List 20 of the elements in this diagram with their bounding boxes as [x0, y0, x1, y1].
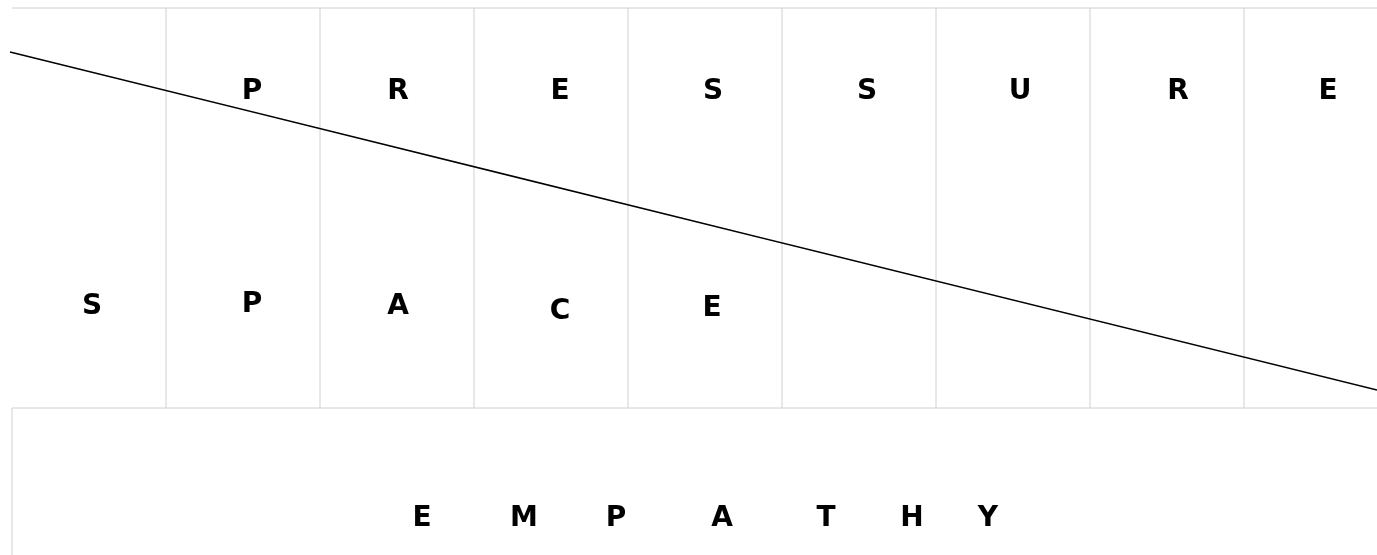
grid-letter: P — [241, 287, 263, 319]
grid-letter: A — [711, 501, 733, 533]
grid-letter: P — [605, 501, 627, 533]
grid-letter: P — [241, 74, 263, 106]
grid-letter: E — [1318, 74, 1338, 106]
grid-letter: S — [856, 74, 878, 106]
grid-letter: H — [900, 501, 924, 533]
grid-letter: M — [510, 501, 538, 533]
grid-letter: S — [702, 74, 724, 106]
grid-letter: Y — [977, 501, 999, 533]
grid-letter: R — [1167, 74, 1189, 106]
grid-letter: R — [387, 74, 409, 106]
grid-letter: S — [81, 289, 103, 321]
grid-letter: C — [549, 294, 571, 326]
grid-letter: T — [816, 501, 836, 533]
grid-letter: E — [412, 501, 432, 533]
grid-letter: E — [550, 74, 570, 106]
grid-letter: A — [387, 289, 409, 321]
grid-letter: E — [702, 291, 722, 323]
grid-letter: U — [1008, 74, 1032, 106]
